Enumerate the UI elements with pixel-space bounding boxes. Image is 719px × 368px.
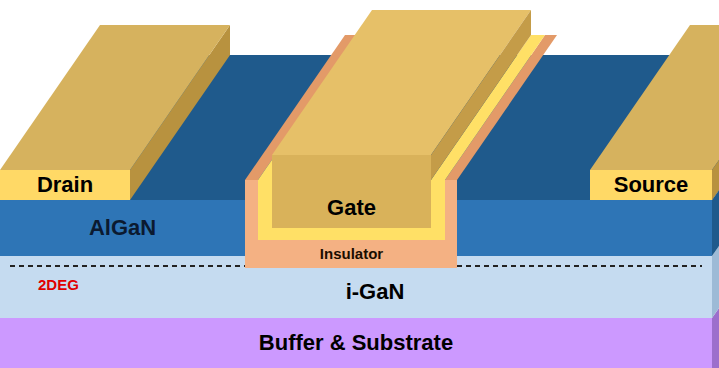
gate-body — [272, 155, 431, 228]
buffer-substrate: Buffer & Substrate — [0, 318, 712, 368]
layer-name: AlGaN — [89, 216, 156, 240]
drain-top-face — [0, 25, 230, 170]
algan-layer-left — [0, 200, 245, 256]
2deg-label: 2DEG — [38, 277, 79, 294]
2deg-line-right — [457, 265, 702, 267]
gan-side-face — [712, 246, 719, 318]
gate-insulator: Insulator — [258, 240, 445, 268]
source-electrode: Source — [590, 170, 712, 200]
gate-rib-side — [431, 10, 531, 180]
source-top-face — [590, 25, 719, 170]
algan-side-face — [712, 190, 719, 256]
gan-channel: i-GaN — [280, 268, 470, 316]
buffer-side-face — [712, 308, 719, 368]
algan-barrier: AlGaN — [0, 200, 245, 256]
buffer-layer — [0, 318, 712, 368]
layer-name: i-GaN — [346, 280, 405, 304]
gate-electrode: Gate — [272, 188, 431, 228]
layer-name: Buffer & Substrate — [259, 331, 453, 355]
algan-layer-right — [457, 200, 712, 256]
layer-name: Source — [614, 173, 689, 197]
source-front-face — [590, 170, 712, 200]
2deg-line-left — [10, 265, 245, 267]
source-side-face — [712, 160, 719, 200]
layer-name: Gate — [327, 196, 376, 220]
drain-front-face — [0, 170, 130, 200]
layer-name: Insulator — [320, 246, 383, 263]
layer-name: Drain — [37, 173, 93, 197]
drain-electrode: Drain — [0, 170, 130, 200]
